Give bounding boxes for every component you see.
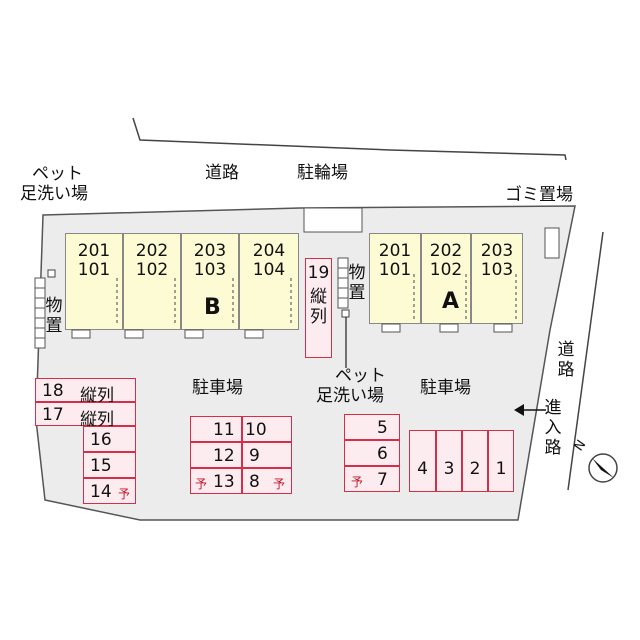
- label-storage-mid: 物置: [348, 263, 366, 303]
- stall-number: 1: [495, 459, 507, 479]
- unit-a-1: 201 101: [369, 233, 421, 324]
- label-pet-wash-left-2: 足洗い場: [20, 184, 88, 204]
- unit-a-2: 202 102: [421, 233, 471, 324]
- parking-stall-3: 3: [436, 430, 462, 492]
- unit-number-lower: 101: [77, 260, 111, 280]
- parking-stall-4: 4: [409, 430, 436, 492]
- unit-number-upper: 203: [480, 241, 514, 261]
- unit-number-lower: 102: [135, 260, 169, 280]
- stall-number: 13: [213, 472, 235, 492]
- unit-b-2: 202 102: [123, 233, 181, 330]
- reserved-mark: 予: [273, 477, 286, 491]
- parking-stall-7: 予 7: [344, 466, 400, 492]
- parking-stall-15: 15: [83, 452, 136, 478]
- label-parking-right: 駐車場: [420, 378, 471, 398]
- label-pet-wash-mid: ペット: [335, 366, 386, 386]
- parking-stall-12: 12: [190, 442, 242, 468]
- parking-stall-13: 予 13: [190, 468, 242, 494]
- stall-number: 17: [42, 405, 64, 425]
- label-garbage: ゴミ置場: [505, 185, 573, 205]
- parking-stall-14: 14 予: [83, 478, 136, 504]
- pet-wash-marker-mid: [341, 309, 350, 318]
- stall-number: 10: [245, 420, 267, 440]
- label-entrance: 進入路: [544, 398, 562, 458]
- unit-number-upper: 204: [252, 241, 286, 261]
- parking-stall-9: 9: [242, 442, 292, 468]
- building-b: 201 101 202 102 203 103 204 104 B: [65, 233, 299, 330]
- unit-number-lower: 104: [252, 260, 286, 280]
- unit-number-upper: 201: [77, 241, 111, 261]
- pet-wash-marker-left: [47, 269, 56, 278]
- parking-stall-16: 16: [83, 426, 136, 452]
- parking-stall-1: 1: [488, 430, 514, 492]
- parking-stall-6: 6: [344, 440, 400, 466]
- bike-parking-area: [303, 207, 363, 233]
- stall-number: 2: [469, 459, 481, 479]
- parking-stall-5: 5: [344, 414, 400, 440]
- storage-stack-mid: [337, 257, 349, 309]
- garbage-area: [544, 227, 560, 259]
- unit-number-upper: 202: [429, 241, 463, 261]
- stall-number: 11: [213, 420, 235, 440]
- reserved-mark: 予: [118, 487, 131, 501]
- label-storage-left: 物置: [45, 296, 63, 336]
- unit-number-upper: 202: [135, 241, 169, 261]
- parking-stall-17: 17 縦列: [35, 402, 136, 430]
- unit-number-lower: 101: [378, 260, 412, 280]
- stall-number: 18: [42, 381, 64, 401]
- parking-stall-19: 19 縦列: [305, 258, 332, 358]
- unit-b-4: 204 104: [239, 233, 299, 330]
- stall-label: 縦列: [310, 287, 327, 327]
- building-b-name: B: [204, 295, 221, 320]
- stall-number: 14: [90, 482, 112, 502]
- label-road-top: 道路: [205, 163, 239, 183]
- stall-number: 3: [443, 459, 455, 479]
- parking-stall-11: 11: [190, 416, 242, 442]
- unit-number-upper: 203: [193, 241, 227, 261]
- label-pet-wash-mid-2: 足洗い場: [316, 386, 384, 406]
- unit-number-lower: 102: [429, 260, 463, 280]
- storage-stack-left: [34, 277, 46, 349]
- stall-label: 縦列: [80, 410, 114, 430]
- stall-number: 7: [377, 470, 388, 490]
- stall-number: 6: [377, 444, 388, 464]
- stall-number: 12: [213, 446, 235, 466]
- unit-b-3: 203 103: [181, 233, 239, 330]
- parking-stall-10: 10: [242, 416, 292, 442]
- right-road-edge: [567, 231, 604, 491]
- stall-number: 15: [90, 456, 112, 476]
- label-bike-parking: 駐輪場: [297, 163, 348, 183]
- unit-number-lower: 103: [480, 260, 514, 280]
- label-pet-wash-left: ペット: [32, 164, 83, 184]
- unit-number-upper: 201: [378, 241, 412, 261]
- label-road-right: 道路: [557, 340, 575, 380]
- parking-stall-2: 2: [462, 430, 488, 492]
- building-a: 201 101 202 102 203 103 A: [369, 233, 523, 324]
- unit-b-1: 201 101: [65, 233, 123, 330]
- entrance-arrow-head: [514, 404, 524, 416]
- parking-stall-18: 18 縦列: [35, 378, 136, 406]
- parking-stall-8: 8 予: [242, 468, 292, 494]
- stall-number: 19: [307, 263, 330, 283]
- reserved-mark: 予: [351, 475, 364, 489]
- building-a-name: A: [442, 289, 460, 314]
- unit-a-3: 203 103: [471, 233, 523, 324]
- stall-label: 縦列: [80, 386, 114, 406]
- stall-number: 4: [417, 459, 428, 479]
- label-parking-left: 駐車場: [192, 378, 243, 398]
- stall-number: 16: [90, 430, 112, 450]
- reserved-mark: 予: [195, 477, 208, 491]
- stall-number: 8: [249, 472, 260, 492]
- stall-number: 9: [249, 446, 260, 466]
- top-road-edge: [132, 117, 567, 161]
- compass-icon: [588, 453, 618, 483]
- stall-number: 5: [377, 418, 388, 438]
- unit-number-lower: 103: [193, 260, 227, 280]
